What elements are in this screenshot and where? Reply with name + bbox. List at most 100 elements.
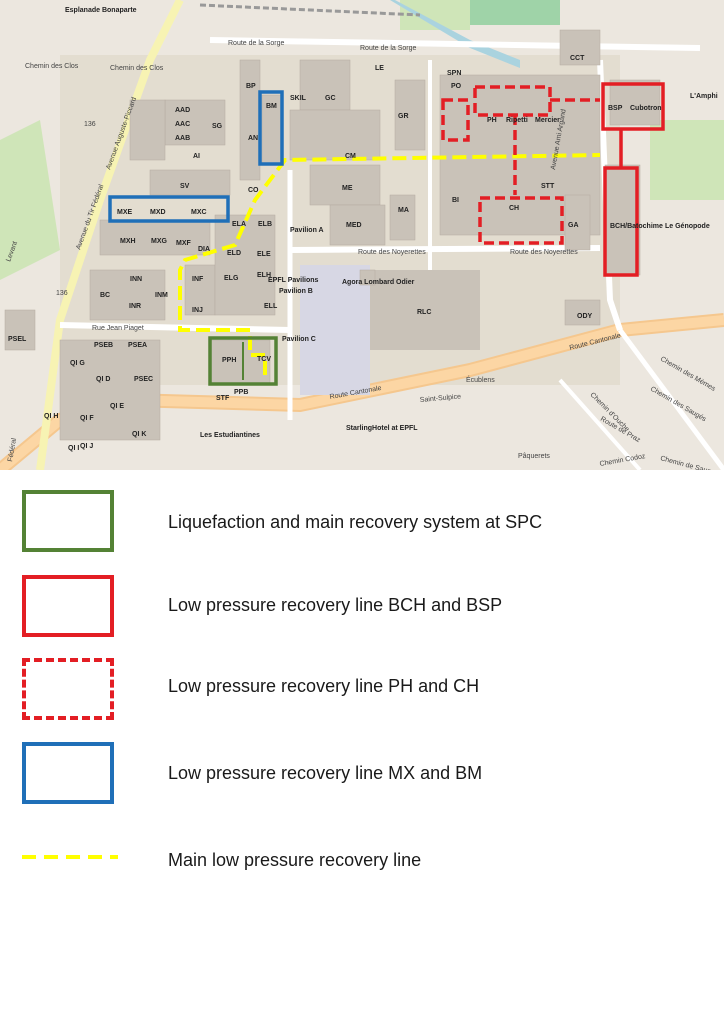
map-label-building: Agora Lombard Odier — [342, 279, 415, 286]
map-label-building: SG — [212, 123, 223, 130]
map-label-building: Cubotron — [630, 105, 662, 112]
map-label-building: MED — [346, 222, 362, 229]
map-label-building: ELE — [257, 251, 271, 258]
map-label-building: QI F — [80, 415, 94, 422]
map-label-building: PSEC — [134, 376, 153, 383]
map-label-building: ELD — [227, 250, 241, 257]
map-label-building: INF — [192, 276, 204, 283]
map-label-building: GA — [568, 222, 579, 229]
map-label-building: QI D — [96, 376, 110, 383]
map-label-building: MXD — [150, 209, 166, 216]
map-label-building: StarlingHotel at EPFL — [346, 425, 418, 432]
legend-label-main-line: Main low pressure recovery line — [168, 850, 422, 870]
legend-label-spc: Liquefaction and main recovery system at… — [168, 512, 543, 532]
map-label-road: Chemin des Clos — [110, 65, 164, 72]
map-label-building: MXC — [191, 209, 207, 216]
map-label-building: PO — [451, 83, 462, 90]
park-area-east — [650, 120, 724, 200]
map-label-building: AAD — [175, 107, 190, 114]
map-label-building: TCV — [257, 356, 271, 363]
map-label-building: PPH — [222, 357, 236, 364]
map-label-building: QI J — [80, 443, 93, 450]
map-label-building: Ripetti — [506, 117, 528, 124]
map-label-building: BSP — [608, 105, 623, 112]
railway — [199, 3, 421, 17]
park-area — [0, 120, 60, 280]
map-label-road: Chemin des Clos — [25, 63, 79, 70]
map-label-building: LE — [375, 65, 384, 72]
map-label-building: BC — [100, 292, 110, 299]
map-label-building: CO — [248, 187, 259, 194]
map-label-building: Les Estudiantines — [200, 432, 260, 439]
map-label-building: DIA — [198, 246, 210, 253]
map-label-building: ELB — [258, 221, 272, 228]
map-label-building: CM — [345, 153, 356, 160]
legend-label-mx-bm: Low pressure recovery line MX and BM — [168, 763, 483, 783]
map-label-building: BM — [266, 103, 277, 110]
map-label-building: AAB — [175, 135, 190, 142]
map-label-building: Pavilion B — [279, 288, 313, 295]
map-label-building: PH — [487, 117, 497, 124]
bch-bsp-line-box — [601, 82, 665, 131]
map-label-building: PPB — [234, 389, 248, 396]
map-label-road: Route de la Sorge — [228, 40, 285, 47]
map-label-building: RLC — [417, 309, 431, 316]
map-label-road: 136 — [56, 290, 68, 297]
map-label-building: Pavilion A — [290, 227, 324, 234]
map-label-building: ME — [342, 185, 353, 192]
map-label-road: Écublens — [466, 375, 495, 384]
legend-swatch-bch-bsp — [22, 575, 114, 637]
building-rlc — [370, 270, 480, 350]
map-label-building: EPFL Pavilions — [268, 277, 319, 284]
legend-label-ph-ch: Low pressure recovery line PH and CH — [168, 676, 480, 696]
map-label-building: CH — [509, 205, 519, 212]
map-label-road: Rue Jean Piaget — [92, 325, 144, 332]
map-label-building: QI G — [70, 360, 85, 367]
map-label-building: SV — [180, 183, 190, 190]
map-label-building: MXG — [151, 238, 168, 245]
map-label-building: Mercier — [535, 117, 560, 124]
road-east — [597, 59, 623, 331]
sports-field — [470, 0, 560, 25]
map-label-building: PSEB — [94, 342, 113, 349]
map-label-building: L'Amphi — [690, 93, 718, 100]
mx-bm-line-box — [258, 90, 284, 166]
map-label-building: MA — [398, 207, 409, 214]
ph-ch-line-box — [441, 98, 470, 142]
map-label-road: Pâquerets — [518, 453, 550, 460]
map-label-building: INN — [130, 276, 142, 283]
map-label-building: BI — [452, 197, 459, 204]
road-tir-federal — [36, 0, 184, 470]
river — [390, 0, 520, 68]
legend-swatch-spc — [22, 490, 114, 552]
map-label-building: SPN — [447, 70, 461, 77]
map-label-building: PSEA — [128, 342, 147, 349]
legend-swatch-mx-bm — [22, 742, 114, 804]
map-label-building: MXH — [120, 238, 136, 245]
legend-swatch-ph-ch — [22, 658, 114, 720]
legend-label-bch-bsp: Low pressure recovery line BCH and BSP — [168, 595, 503, 615]
spc-system-box — [208, 336, 278, 386]
road-noyerettes — [289, 245, 601, 253]
map-label-building: MXE — [117, 209, 133, 216]
road-sorge — [209, 37, 701, 51]
legend: Liquefaction and main recovery system at… — [0, 470, 724, 1024]
map-label-building: STF — [216, 395, 230, 402]
map-label-building: ELL — [264, 303, 278, 310]
map-label-building: MXF — [176, 240, 192, 247]
plaza — [300, 265, 370, 395]
map-label-building: ELH — [257, 272, 271, 279]
map-label-building: QI K — [132, 431, 146, 438]
map-label-building: INR — [129, 303, 141, 310]
map-label-building: STT — [541, 183, 555, 190]
map-label-building: GC — [325, 95, 336, 102]
map-label-building: QI E — [110, 403, 124, 410]
map-label-building: AI — [193, 153, 200, 160]
legend-swatch-main-line — [22, 855, 118, 859]
map-label-building: QI H — [44, 413, 58, 420]
map-label-building: GR — [398, 113, 409, 120]
map-label-building: Le Génopode — [665, 223, 710, 230]
map-label-building: BCH/Batochime — [610, 223, 663, 230]
